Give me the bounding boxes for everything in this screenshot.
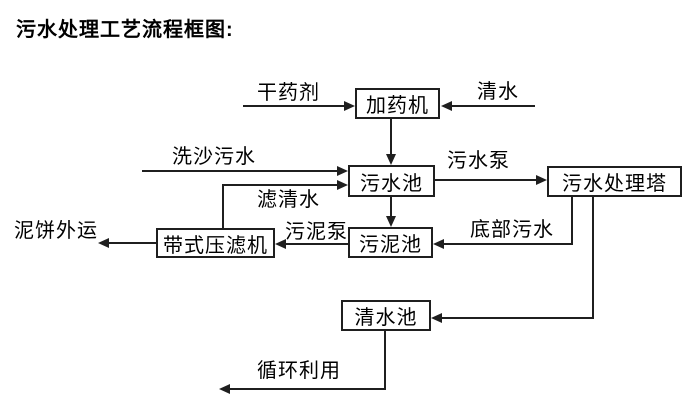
edge-recycle-use-vline <box>384 331 386 390</box>
edge-sludge-pump-label: 污泥泵 <box>285 221 348 243</box>
edge-mud-cake-out-label: 泥饼外运 <box>14 220 98 242</box>
edge-filtered-water-line <box>222 184 338 186</box>
edge-recycle-use-label: 循环利用 <box>257 360 341 382</box>
node-dosing-machine: 加药机 <box>355 88 440 119</box>
edge-filtered-water-arrowhead-icon <box>337 180 348 190</box>
edge-recycle-use-arrowhead-icon <box>219 384 230 394</box>
edge-filtered-water-vline <box>222 184 224 228</box>
edge-mud-cake-out-arrowhead-icon <box>98 238 109 248</box>
edge-bottom-sewage-line <box>443 243 573 245</box>
node-clean-water-pool-label: 清水池 <box>354 307 418 329</box>
edge-sewage-pump-line <box>435 179 537 181</box>
edge-bottom-sewage-arrowhead-icon <box>433 239 444 249</box>
edge-bottom-sewage-vline <box>571 197 573 245</box>
edge-dry-chemical-line <box>243 105 346 107</box>
node-dosing-machine-label: 加药机 <box>366 95 429 117</box>
edge-clean-water-line <box>450 105 535 107</box>
edge-tower-to-clean-pool-arrowhead-icon <box>431 313 442 323</box>
edge-sewage-pump-arrowhead-icon <box>536 175 547 185</box>
node-sewage-pool: 污水池 <box>348 165 435 197</box>
edge-dry-chemical-label: 干药剂 <box>257 82 320 104</box>
edge-dry-chemical-arrowhead-icon <box>344 101 355 111</box>
node-clean-water-pool: 清水池 <box>341 300 431 331</box>
edge-sewage-pump-label: 污水泵 <box>447 150 510 172</box>
edge-bottom-sewage-label: 底部污水 <box>470 219 554 241</box>
node-belt-filter-press-label: 带式压滤机 <box>163 234 268 257</box>
node-sludge-pool-label: 污泥池 <box>359 234 422 256</box>
edge-sand-washing-sewage-arrowhead-icon <box>337 166 348 176</box>
edge-sand-washing-sewage-label: 洗沙污水 <box>172 146 256 168</box>
edge-sand-washing-sewage-line <box>142 170 338 172</box>
page-title: 污水处理工艺流程框图: <box>16 19 234 41</box>
edge-tower-to-clean-pool-line <box>441 317 594 319</box>
edge-mud-cake-out-line <box>107 242 156 244</box>
node-treatment-tower: 污水处理塔 <box>547 166 682 197</box>
edge-dosing-to-sewage-line <box>390 119 392 155</box>
edge-clean-water-label: 清水 <box>477 81 519 103</box>
edge-filtered-water-label: 滤清水 <box>257 189 320 211</box>
edge-sludge-pump-arrowhead-icon <box>275 239 286 249</box>
node-sewage-pool-label: 污水池 <box>360 172 423 195</box>
edge-dosing-to-sewage-arrowhead-icon <box>386 154 396 165</box>
edge-clean-water-arrowhead-icon <box>441 101 452 111</box>
node-belt-filter-press: 带式压滤机 <box>156 228 275 258</box>
node-sludge-pool: 污泥池 <box>348 227 433 258</box>
node-treatment-tower-label: 污水处理塔 <box>562 173 667 195</box>
edge-sewage-to-sludge-arrowhead-icon <box>386 216 396 227</box>
edge-recycle-use-line <box>229 388 386 390</box>
edge-tower-to-clean-pool-vline <box>592 197 594 319</box>
edge-sewage-to-sludge-line <box>390 197 392 218</box>
edge-sludge-pump-line <box>284 243 348 245</box>
